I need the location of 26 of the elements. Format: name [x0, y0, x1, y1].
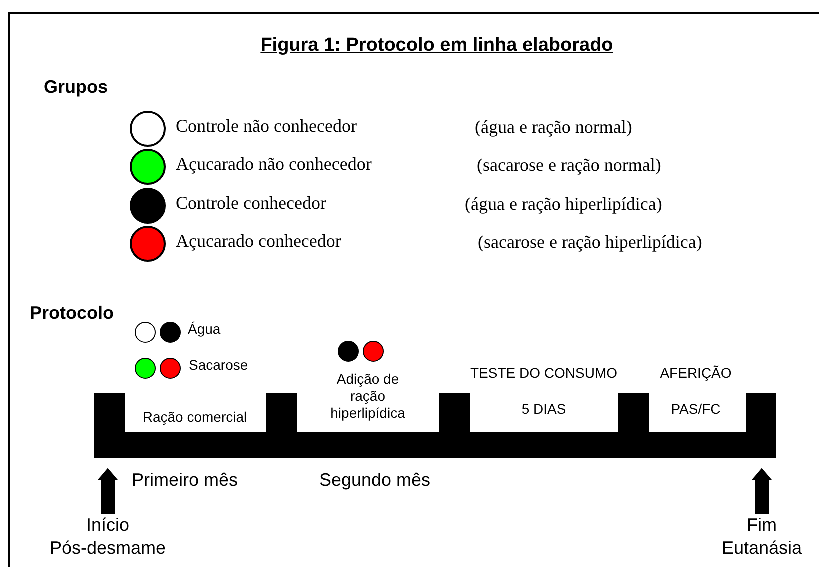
node-text: Início: [85, 514, 131, 537]
up-arrow: [752, 468, 772, 514]
label-text: TESTE DO CONSUMO: [470, 365, 618, 382]
label-text: (água e ração normal): [475, 117, 632, 139]
label-text: 5 DIAS: [522, 401, 566, 418]
label-text: Água: [188, 321, 221, 338]
legend-text: Controle não conhecedor: [176, 116, 357, 137]
label-text: (água e ração hiperlipídica): [465, 194, 662, 216]
label-text: Primeiro mês: [132, 470, 238, 492]
label-text: Sacarose: [189, 357, 248, 374]
node-text: Eutanásia: [720, 537, 804, 560]
up-arrow: [98, 468, 118, 514]
label-text: Ração comercial: [142, 409, 248, 426]
legend-text: Controle conhecedor: [176, 193, 326, 214]
label-text: Grupos: [44, 77, 108, 99]
node-text: Fim: [746, 514, 778, 537]
label-text: Adição de ração hiperlipídica: [330, 371, 406, 422]
label-text: (sacarose e ração normal): [477, 155, 662, 177]
legend-text: Açucarado não conhecedor: [176, 154, 372, 175]
label-text: Segundo mês: [319, 470, 431, 492]
legend-text: Açucarado conhecedor: [176, 231, 342, 252]
figure-title: Figura 1: Protocolo em linha elaborado: [260, 35, 614, 57]
node-text: Pós-desmame: [48, 537, 168, 560]
label-text: (sacarose e ração hiperlipídica): [478, 232, 702, 254]
label-text: PAS/FC: [671, 401, 721, 418]
label-text: Protocolo: [30, 303, 114, 325]
